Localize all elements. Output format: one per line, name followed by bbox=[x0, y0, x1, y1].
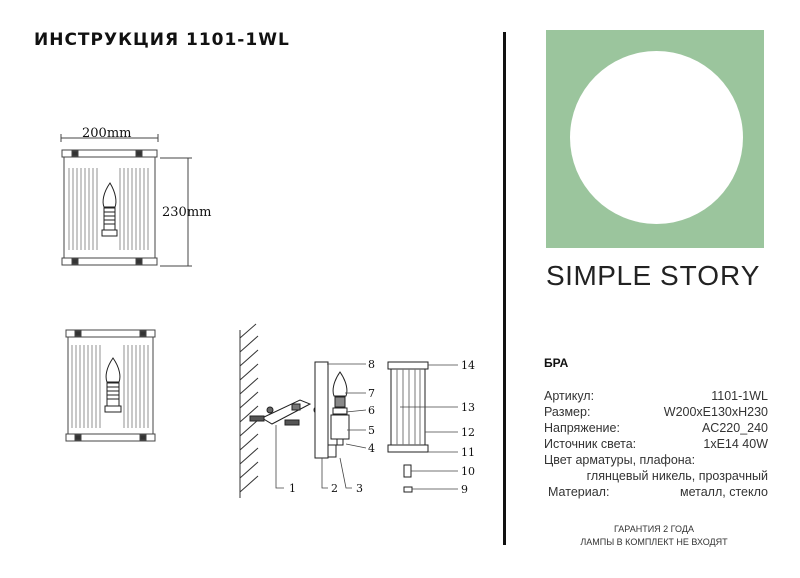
spec-value-color: глянцевый никель, прозрачный bbox=[586, 469, 768, 483]
front-view-glass-rods-2 bbox=[71, 345, 149, 428]
spec-value-size: W200xE130xH230 bbox=[663, 405, 768, 419]
part-number-13: 13 bbox=[461, 401, 475, 414]
spec-value-material: металл, стекло bbox=[680, 485, 768, 499]
product-type: БРА bbox=[544, 356, 569, 370]
vertical-divider bbox=[503, 32, 506, 545]
part-number-10: 10 bbox=[461, 465, 475, 478]
part-number-5: 5 bbox=[368, 424, 375, 437]
front-view-plain bbox=[65, 329, 156, 442]
front-view-dimensioned bbox=[60, 134, 192, 267]
page-title: ИНСТРУКЦИЯ 1101-1WL bbox=[34, 30, 290, 50]
spec-label-material: Материал: bbox=[548, 485, 610, 499]
spec-label-voltage: Напряжение: bbox=[544, 421, 620, 435]
brand-word-simple: SIMPLE bbox=[546, 260, 652, 291]
part-number-12: 12 bbox=[461, 426, 475, 439]
spec-value-article: 1101-1WL bbox=[711, 389, 768, 403]
spec-label-article: Артикул: bbox=[544, 389, 595, 403]
front-view-bulb-1 bbox=[101, 182, 118, 237]
front-view-bulb-2 bbox=[104, 357, 122, 413]
height-dimension-label: 230mm bbox=[162, 205, 211, 220]
wall-plate bbox=[314, 361, 337, 459]
wall-hatch bbox=[239, 323, 259, 498]
brand-name: SIMPLE STORY bbox=[546, 260, 760, 292]
warranty-note: ГАРАНТИЯ 2 ГОДА bbox=[614, 524, 694, 534]
shade-side-view bbox=[387, 361, 429, 493]
part-number-1: 1 bbox=[289, 482, 296, 495]
logo-circle bbox=[570, 51, 743, 224]
spec-label-size: Размер: bbox=[544, 405, 591, 419]
spec-value-light-source: 1xE14 40W bbox=[703, 437, 768, 451]
width-dimension-label: 200mm bbox=[82, 126, 131, 141]
part-number-3: 3 bbox=[356, 482, 363, 495]
part-number-11: 11 bbox=[461, 446, 475, 459]
part-number-4: 4 bbox=[368, 442, 375, 455]
front-view-glass-rods-1 bbox=[68, 168, 149, 250]
mounting-bracket bbox=[249, 399, 323, 426]
bulbs-note: ЛАМПЫ В КОМПЛЕКТ НЕ ВХОДЯТ bbox=[580, 537, 728, 547]
part-number-14: 14 bbox=[461, 359, 475, 372]
spec-label-color: Цвет арматуры, плафона: bbox=[544, 453, 696, 467]
socket-assembly bbox=[330, 371, 350, 446]
part-number-2: 2 bbox=[331, 482, 338, 495]
spec-value-voltage: AC220_240 bbox=[701, 421, 768, 435]
part-number-8: 8 bbox=[368, 358, 375, 371]
spec-label-light-source: Источник света: bbox=[544, 437, 637, 451]
brand-word-story: STORY bbox=[659, 260, 761, 291]
part-number-9: 9 bbox=[461, 483, 468, 496]
part-number-7: 7 bbox=[368, 387, 375, 400]
technical-drawings: 200mm 230mm bbox=[60, 126, 475, 498]
leader-lines bbox=[275, 363, 458, 490]
part-number-6: 6 bbox=[368, 404, 375, 417]
